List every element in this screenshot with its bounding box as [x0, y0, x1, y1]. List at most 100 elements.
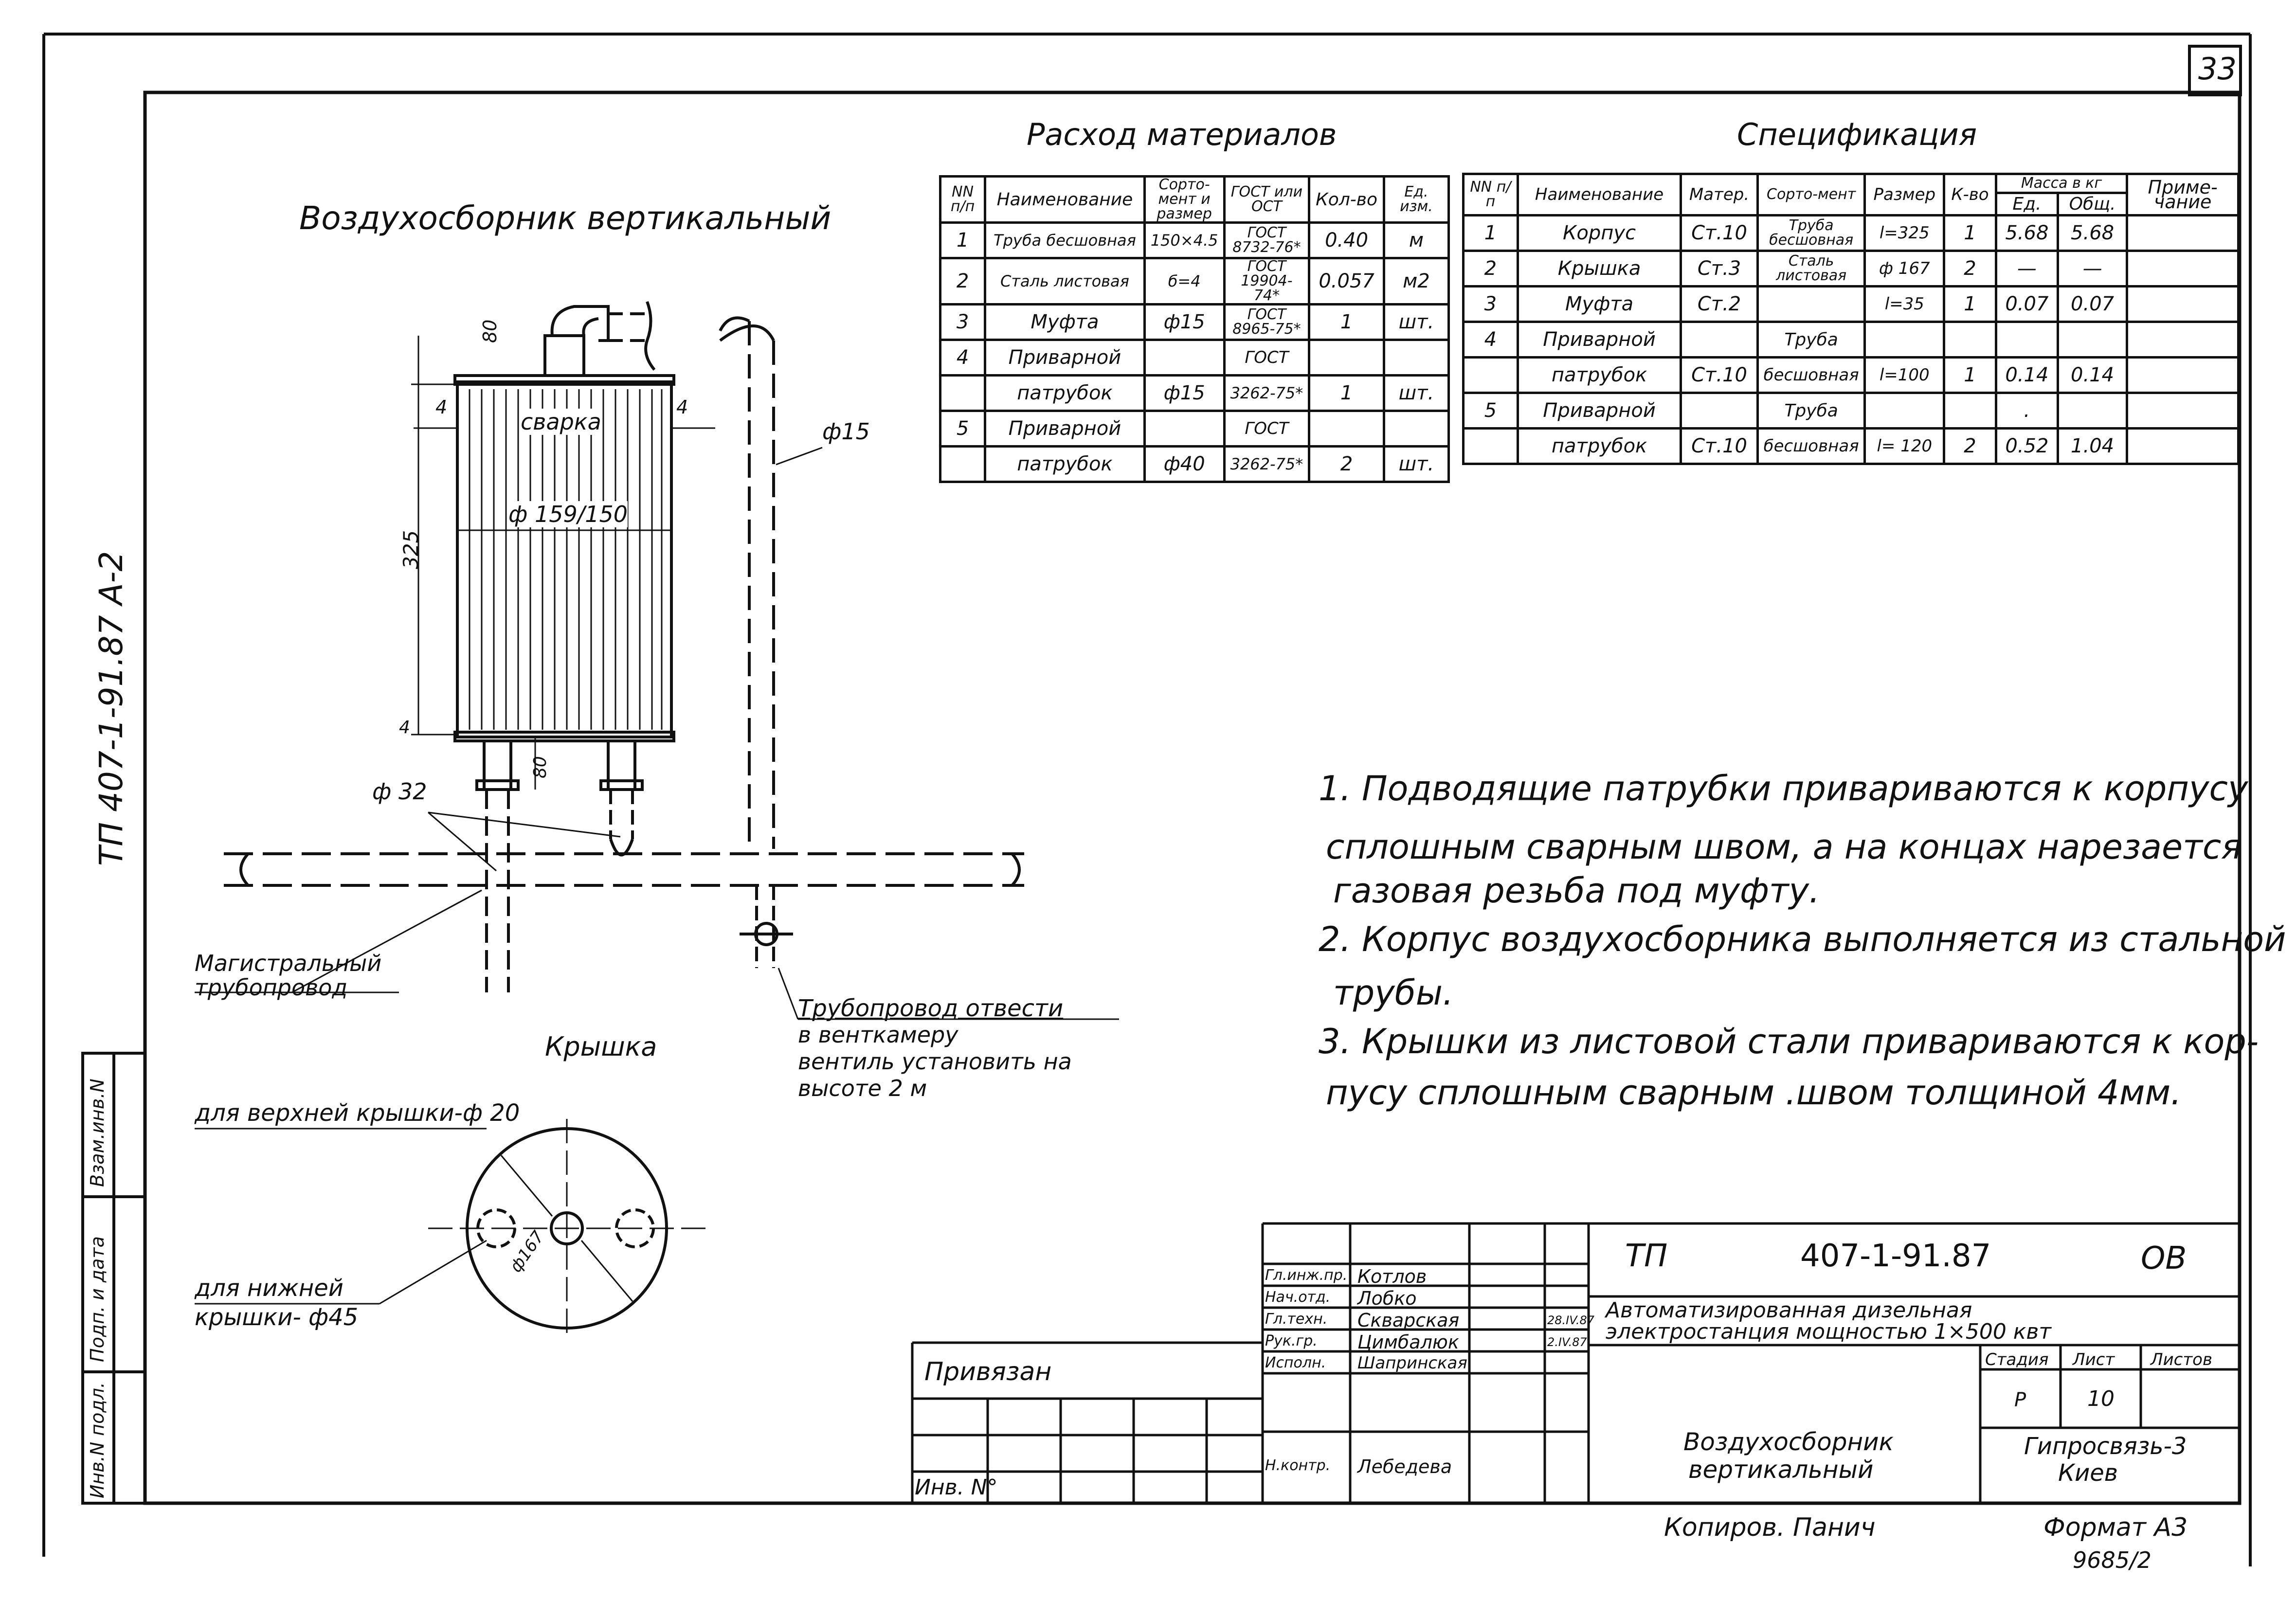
- cell: ф15: [1143, 374, 1226, 412]
- weld-label: сварка: [521, 409, 601, 435]
- cell: Труба: [1756, 321, 1866, 359]
- cell: Приварной: [984, 339, 1146, 377]
- cell: ГОСТ 8965-75*: [1223, 303, 1311, 341]
- cover-title: Крышка: [545, 1031, 657, 1062]
- inventory-label: Инв. N°: [915, 1475, 998, 1500]
- header-cell: Наименование: [1516, 173, 1682, 216]
- cell: Труба бесшовная: [1756, 214, 1866, 252]
- project-line-1: Автоматизированная дизельная: [1606, 1298, 1972, 1323]
- cell: ГОСТ 8732-76*: [1223, 221, 1311, 259]
- role-title: Н.контр.: [1265, 1457, 1331, 1474]
- cell: м: [1382, 221, 1450, 259]
- cell: шт.: [1382, 445, 1450, 483]
- cell: 1: [1308, 374, 1385, 412]
- dim-4-bottom: 4: [399, 718, 410, 737]
- header-cell: Масса в кг: [1994, 173, 2129, 194]
- cell: патрубок: [984, 445, 1146, 483]
- organization-1: Гипросвязь-3: [2024, 1433, 2187, 1460]
- dim-80-bottom: 80: [530, 756, 550, 778]
- cell: [1994, 321, 2059, 359]
- table-row: 5 Приварной Труба .: [1462, 392, 2240, 430]
- cell: [1382, 410, 1450, 448]
- cell: [939, 445, 987, 483]
- cell: Труба: [1756, 392, 1866, 430]
- role-title: Гл.инж.пр.: [1265, 1267, 1348, 1284]
- cell: ф 167: [1863, 250, 1946, 288]
- cell: патрубок: [984, 374, 1146, 412]
- header-cell: NN п/п: [939, 175, 987, 224]
- stamp-replace-label: Взам.инв.N: [87, 1079, 108, 1187]
- role-name: Лобко: [1357, 1288, 1417, 1309]
- table-row: 3 Муфта Ст.2 l=35 1 0.07 0.07: [1462, 285, 2240, 323]
- cell: Приварной: [1516, 392, 1682, 430]
- cell: 5: [939, 410, 987, 448]
- main-pipe-label: Магистральный трубопровод: [195, 950, 382, 1001]
- cell: б=4: [1143, 257, 1226, 306]
- header-cell: ГОСТ или ОСТ: [1223, 175, 1311, 224]
- cell: Корпус: [1516, 214, 1682, 252]
- cell: бесшовная: [1756, 427, 1866, 465]
- cell: патрубок: [1516, 427, 1682, 465]
- cell: 0.057: [1308, 257, 1385, 306]
- sheet-number-box: [2188, 45, 2242, 96]
- note-line: сплошным сварным швом, а на концах нарез…: [1326, 827, 2242, 867]
- cell: 2: [939, 257, 987, 306]
- table-row: 4 Приварной ГОСТ: [939, 339, 1450, 377]
- cell: 5: [1462, 392, 1519, 430]
- table-row: патрубок Ст.10 бесшовная l= 120 2 0.52 1…: [1462, 427, 2240, 465]
- table-row: 2 Сталь листовая б=4 ГОСТ 19904-74* 0.05…: [939, 257, 1450, 306]
- project-line-2: электростанция мощностью 1×500 квт: [1606, 1319, 2051, 1344]
- cell: 1: [939, 221, 987, 259]
- role-name: Шапринская: [1357, 1353, 1467, 1373]
- cell: —: [2056, 250, 2129, 288]
- stamp-sign-label: Подп. и дата: [87, 1236, 108, 1362]
- cell: [2126, 427, 2240, 465]
- cell: [2126, 285, 2240, 323]
- cell: 0.07: [1994, 285, 2059, 323]
- role-name: Скварская: [1357, 1310, 1460, 1331]
- materials-table: NN п/п Наименование Сорто-мент и размер …: [939, 175, 1450, 483]
- cell: ГОСТ: [1223, 410, 1311, 448]
- cell: Муфта: [1516, 285, 1682, 323]
- cell: шт.: [1382, 303, 1450, 341]
- header-cell: Общ.: [2056, 192, 2129, 216]
- cover-bottom-label-1: для нижней: [195, 1275, 343, 1302]
- specification-subheader-row: Ед. Общ.: [1464, 192, 2239, 216]
- drain-pipe-label-4: высоте 2 м: [798, 1075, 927, 1101]
- cover-top-label: для верхней крышки-ф 20: [195, 1099, 520, 1127]
- cell: [1382, 339, 1450, 377]
- vessel-body: [456, 380, 673, 738]
- drawing-name-2: вертикальный: [1688, 1456, 1874, 1484]
- header-cell: К-во: [1943, 173, 1997, 216]
- table-row: патрубок ф40 3262-75* 2 шт.: [939, 445, 1450, 483]
- specification-header-row: NN п/п Наименование Матер. Сорто-мент Ра…: [1462, 173, 2240, 216]
- note-line: 2. Корпус воздухосборника выполняется из…: [1319, 919, 2286, 959]
- cell: 0.14: [1994, 356, 2059, 394]
- cell: Крышка: [1516, 250, 1682, 288]
- materials-header-row: NN п/п Наименование Сорто-мент и размер …: [939, 175, 1450, 224]
- cell: ф40: [1143, 445, 1226, 483]
- dim-4-right: 4: [676, 396, 688, 418]
- cell: Приварной: [1516, 321, 1682, 359]
- cell: [1308, 410, 1385, 448]
- cell: 3262-75*: [1223, 445, 1311, 483]
- cell: Ст.10: [1680, 214, 1759, 252]
- drawing-title: Воздухосборник вертикальный: [299, 199, 832, 237]
- cell: 3262-75*: [1223, 374, 1311, 412]
- diameter-32: ф 32: [372, 778, 427, 805]
- table-row: патрубок Ст.10 бесшовная l=100 1 0.14 0.…: [1462, 356, 2240, 394]
- bound-label: Привязан: [924, 1357, 1052, 1386]
- cell: [1756, 285, 1866, 323]
- cell: м2: [1382, 257, 1450, 306]
- table-row: 5 Приварной ГОСТ: [939, 410, 1450, 448]
- cell: l=35: [1863, 285, 1946, 323]
- cell: [1143, 410, 1226, 448]
- cell: [939, 374, 987, 412]
- note-line: газовая резьба под муфту.: [1333, 871, 1820, 911]
- diameter-15: ф15: [822, 418, 870, 445]
- table-row: 1 Корпус Ст.10 Труба бесшовная l=325 1 5…: [1462, 214, 2240, 252]
- cover-bottom-label-2: крышки- ф45: [195, 1304, 359, 1331]
- cell: 1: [1943, 214, 1997, 252]
- cell: [2126, 356, 2240, 394]
